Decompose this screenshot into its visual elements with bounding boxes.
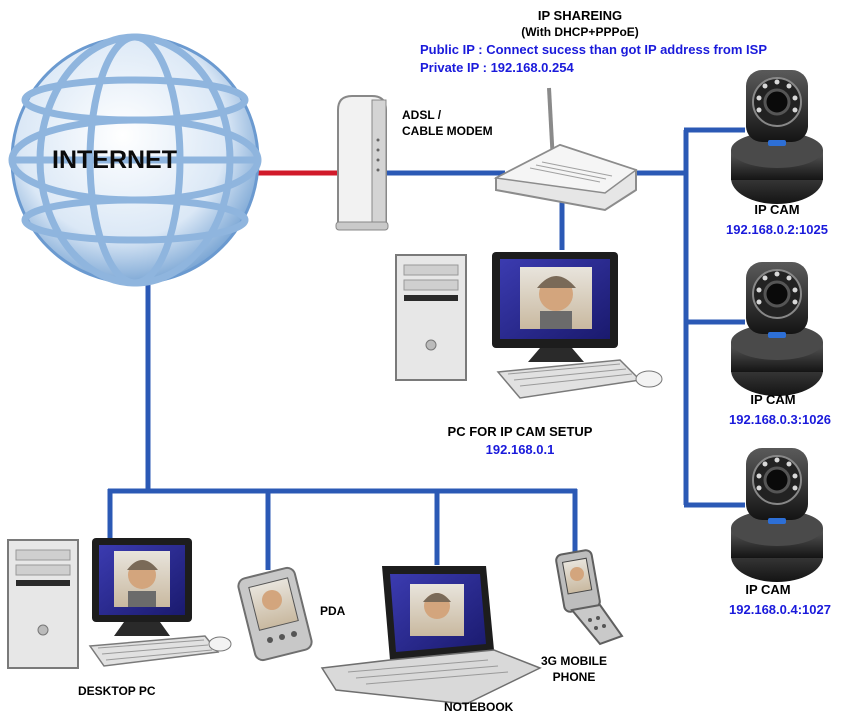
mobile-phone-icon	[555, 549, 624, 646]
modem-label-line1: ADSL /	[402, 108, 442, 122]
ip-cam-2-label: IP CAM	[750, 392, 796, 407]
phone-label-line2: PHONE	[552, 670, 596, 684]
ip-cam-3-ip: 192.168.0.4:1027	[729, 602, 831, 617]
pda-label: PDA	[320, 604, 346, 618]
setup-pc-ip: 192.168.0.1	[485, 442, 555, 457]
router-subtitle: (With DHCP+PPPoE)	[521, 25, 639, 39]
ip-cam-3-icon	[731, 448, 823, 582]
pda-icon	[237, 566, 313, 662]
router-icon	[493, 87, 638, 212]
internet-globe-icon	[8, 33, 262, 287]
router-title: IP SHAREING	[537, 8, 623, 23]
internet-label: INTERNET	[52, 146, 177, 174]
modem-label-line2: CABLE MODEM	[402, 124, 493, 138]
ip-cam-2-icon	[731, 262, 823, 396]
notebook-label: NOTEBOOK	[444, 700, 514, 714]
desktop-pc-label: DESKTOP PC	[78, 684, 156, 698]
desktop-pc-icon	[7, 538, 232, 669]
phone-label-line1: 3G MOBILE	[540, 654, 608, 668]
public-ip-text: Public IP : Connect sucess than got IP a…	[420, 42, 767, 57]
notebook-icon	[320, 566, 542, 705]
modem-icon	[335, 95, 389, 231]
setup-pc-icon	[395, 252, 663, 399]
ip-cam-1-ip: 192.168.0.2:1025	[726, 222, 828, 237]
ip-cam-3-label: IP CAM	[745, 582, 791, 597]
ip-cam-2-ip: 192.168.0.3:1026	[729, 412, 831, 427]
ip-cam-1-icon	[731, 70, 823, 204]
private-ip-text: Private IP : 192.168.0.254	[420, 60, 574, 75]
setup-pc-label: PC FOR IP CAM SETUP	[447, 424, 593, 439]
network-links	[107, 127, 745, 570]
ip-cam-1-label: IP CAM	[754, 202, 800, 217]
